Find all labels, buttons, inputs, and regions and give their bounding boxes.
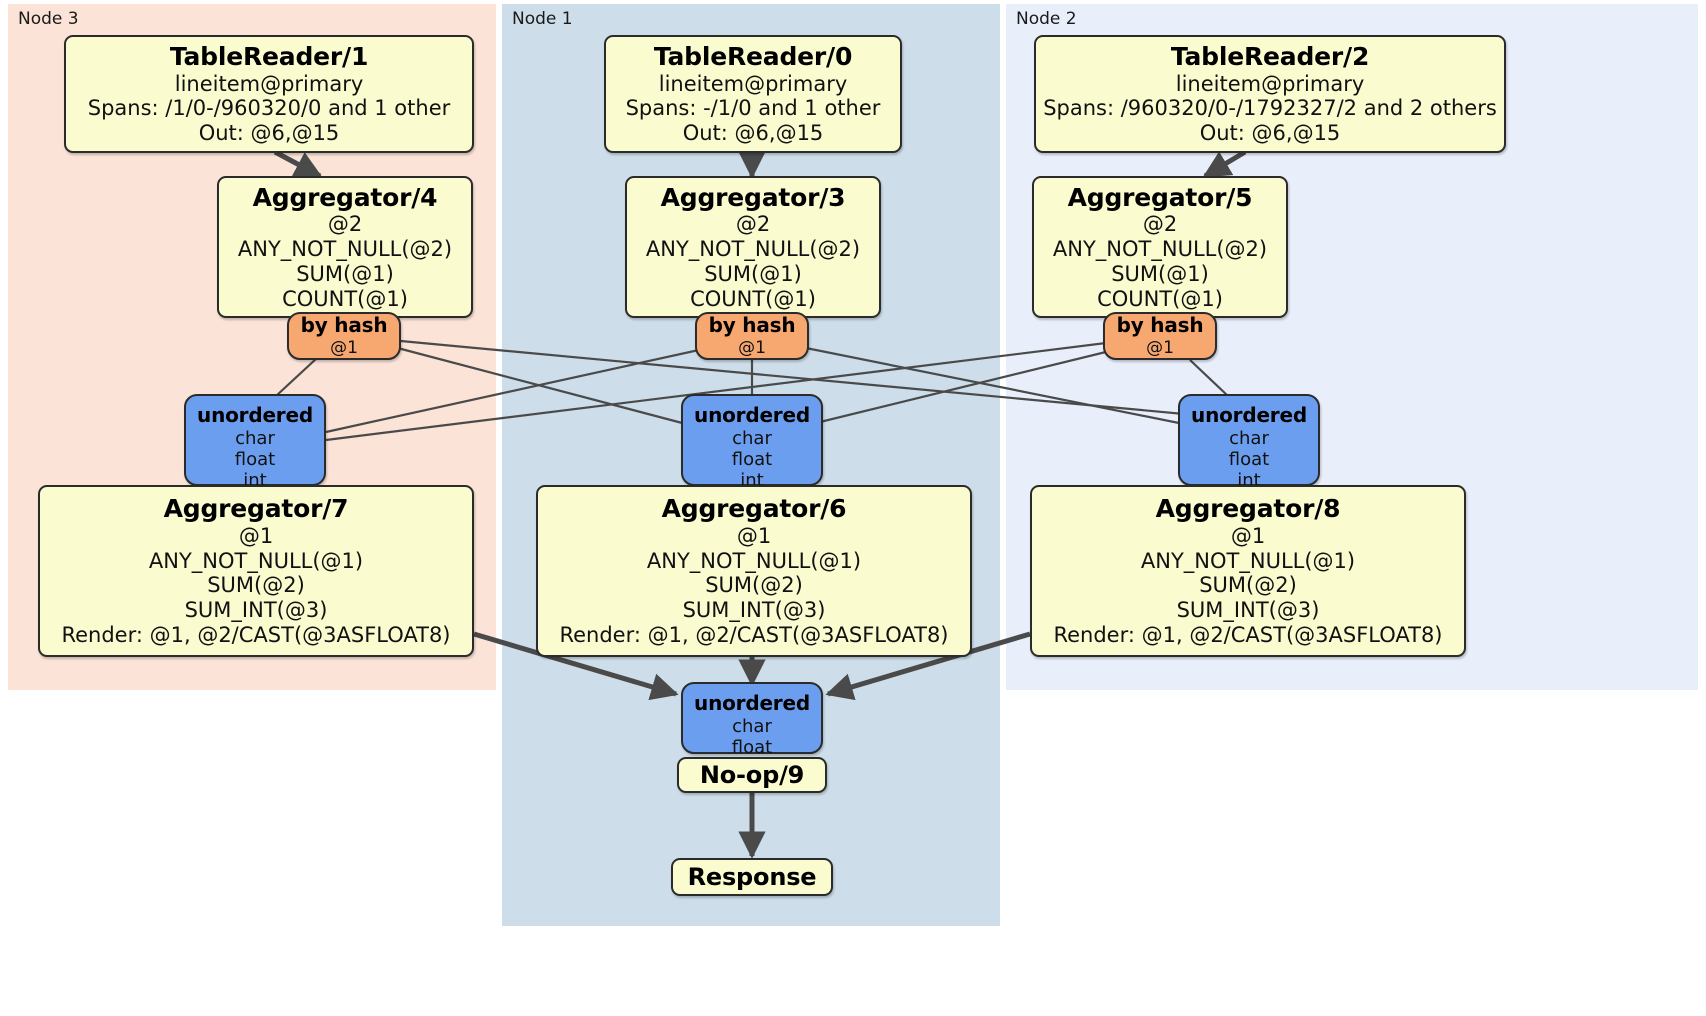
processor-aggregator-4[interactable]: Aggregator/4 @2 ANY_NOT_NULL(@2) SUM(@1)… <box>217 176 473 318</box>
box-line: Out: @6,@15 <box>682 121 824 146</box>
box-line: @2 <box>735 212 771 237</box>
router-line: @1 <box>1146 337 1174 358</box>
box-line: ANY_NOT_NULL(@2) <box>645 236 861 261</box>
box-line: Out: @6,@15 <box>1199 121 1341 146</box>
box-line: lineitem@primary <box>1175 71 1365 96</box>
receiver-title: unordered <box>197 403 313 427</box>
box-line: Render: @1, @2/CAST(@3ASFLOAT8) <box>1053 622 1443 647</box>
box-line: ANY_NOT_NULL(@1) <box>148 548 364 573</box>
box-line: SUM(@1) <box>1111 261 1209 286</box>
receiver-line: float <box>731 448 773 470</box>
box-line: SUM(@1) <box>704 261 802 286</box>
box-line: Spans: /960320/0-/1792327/2 and 2 others <box>1043 96 1497 121</box>
box-title: Aggregator/7 <box>163 494 349 524</box>
receiver-line: float <box>1228 448 1270 470</box>
box-title: Aggregator/8 <box>1155 494 1341 524</box>
processor-aggregator-3[interactable]: Aggregator/3 @2 ANY_NOT_NULL(@2) SUM(@1)… <box>625 176 881 318</box>
box-line: ANY_NOT_NULL(@1) <box>646 548 862 573</box>
receiver-line: float <box>731 736 773 758</box>
box-title: TableReader/0 <box>653 42 853 72</box>
box-line: ANY_NOT_NULL(@1) <box>1140 548 1356 573</box>
router-by-hash-middle[interactable]: by hash @1 <box>695 312 809 360</box>
box-line: @1 <box>1230 523 1266 548</box>
box-line: @1 <box>736 523 772 548</box>
processor-tablereader-1[interactable]: TableReader/1 lineitem@primary Spans: /1… <box>64 35 474 153</box>
receiver-title: unordered <box>694 691 810 715</box>
box-line: SUM(@2) <box>705 573 803 598</box>
box-line: @2 <box>1142 212 1178 237</box>
region-node-2-label: Node 2 <box>1016 9 1077 29</box>
box-line: SUM(@2) <box>207 573 305 598</box>
processor-response[interactable]: Response <box>671 858 833 896</box>
processor-noop-9[interactable]: No-op/9 <box>677 757 827 793</box>
box-line: ANY_NOT_NULL(@2) <box>237 236 453 261</box>
box-title: No-op/9 <box>699 760 805 789</box>
box-line: Spans: -/1/0 and 1 other <box>625 96 881 121</box>
processor-tablereader-2[interactable]: TableReader/2 lineitem@primary Spans: /9… <box>1034 35 1506 153</box>
receiver-line: char <box>1229 427 1269 449</box>
receiver-title: unordered <box>1191 403 1307 427</box>
receiver-title: unordered <box>694 403 810 427</box>
router-title: by hash <box>708 313 796 338</box>
box-title: TableReader/1 <box>169 42 369 72</box>
box-line: lineitem@primary <box>174 71 364 96</box>
box-line: COUNT(@1) <box>282 286 408 311</box>
box-title: Aggregator/5 <box>1067 182 1253 212</box>
receiver-unordered-left[interactable]: unordered char float int <box>184 394 326 491</box>
box-line: lineitem@primary <box>658 71 848 96</box>
processor-tablereader-0[interactable]: TableReader/0 lineitem@primary Spans: -/… <box>604 35 902 153</box>
box-line: Out: @6,@15 <box>198 121 340 146</box>
box-line: COUNT(@1) <box>690 286 816 311</box>
box-line: SUM_INT(@3) <box>682 598 826 623</box>
router-title: by hash <box>1116 313 1204 338</box>
processor-aggregator-7[interactable]: Aggregator/7 @1 ANY_NOT_NULL(@1) SUM(@2)… <box>38 485 474 657</box>
processor-aggregator-6[interactable]: Aggregator/6 @1 ANY_NOT_NULL(@1) SUM(@2)… <box>536 485 972 657</box>
receiver-line: char <box>732 715 772 737</box>
box-line: SUM_INT(@3) <box>184 598 328 623</box>
receiver-line: float <box>234 448 276 470</box>
router-line: @1 <box>330 337 358 358</box>
box-line: ANY_NOT_NULL(@2) <box>1052 236 1268 261</box>
region-node-1-label: Node 1 <box>512 9 573 29</box>
receiver-unordered-right[interactable]: unordered char float int <box>1178 394 1320 491</box>
box-line: Render: @1, @2/CAST(@3ASFLOAT8) <box>61 622 451 647</box>
box-line: Render: @1, @2/CAST(@3ASFLOAT8) <box>559 622 949 647</box>
box-title: TableReader/2 <box>1170 42 1370 72</box>
box-title: Aggregator/4 <box>252 182 438 212</box>
box-line: SUM(@1) <box>296 261 394 286</box>
box-line: Spans: /1/0-/960320/0 and 1 other <box>87 96 451 121</box>
box-line: COUNT(@1) <box>1097 286 1223 311</box>
box-title: Response <box>687 862 817 891</box>
box-line: @1 <box>238 523 274 548</box>
box-title: Aggregator/6 <box>661 494 847 524</box>
router-by-hash-right[interactable]: by hash @1 <box>1103 312 1217 360</box>
box-line: SUM_INT(@3) <box>1176 598 1320 623</box>
router-line: @1 <box>738 337 766 358</box>
box-line: SUM(@2) <box>1199 573 1297 598</box>
processor-aggregator-5[interactable]: Aggregator/5 @2 ANY_NOT_NULL(@2) SUM(@1)… <box>1032 176 1288 318</box>
receiver-line: char <box>732 427 772 449</box>
receiver-line: char <box>235 427 275 449</box>
region-node-3-label: Node 3 <box>18 9 79 29</box>
receiver-unordered-middle[interactable]: unordered char float int <box>681 394 823 491</box>
box-title: Aggregator/3 <box>660 182 846 212</box>
router-title: by hash <box>300 313 388 338</box>
receiver-unordered-final[interactable]: unordered char float <box>681 682 823 758</box>
processor-aggregator-8[interactable]: Aggregator/8 @1 ANY_NOT_NULL(@1) SUM(@2)… <box>1030 485 1466 657</box>
router-by-hash-left[interactable]: by hash @1 <box>287 312 401 360</box>
box-line: @2 <box>327 212 363 237</box>
